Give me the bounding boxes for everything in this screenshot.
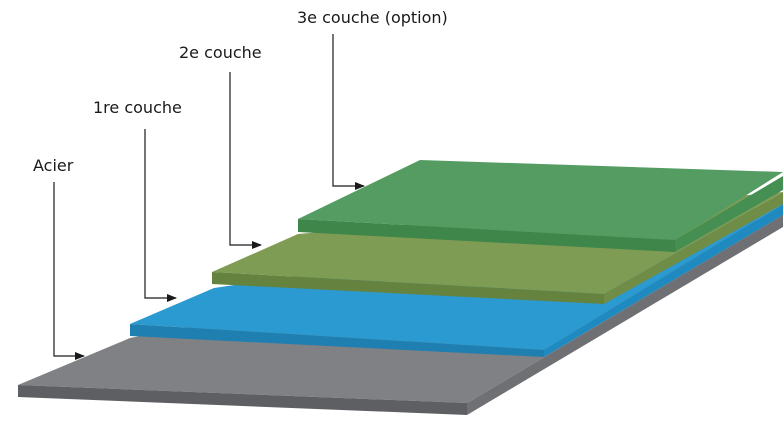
- steel-leader-line: [53, 182, 85, 360]
- coat3-front-face: [298, 219, 675, 252]
- coat2-side-face: [604, 192, 783, 304]
- coat2-leader-line: [229, 72, 262, 249]
- coat3-side-face: [675, 176, 783, 252]
- coat2-label: 2e couche: [179, 43, 262, 62]
- coat1-side-face: [544, 204, 783, 357]
- coat3-leader-line: [332, 34, 365, 190]
- coat2-front-face: [212, 272, 604, 304]
- coat3-layer: [298, 160, 783, 252]
- coat1-front-face: [130, 324, 544, 357]
- coat1-label: 1re couche: [93, 98, 182, 117]
- steel-front-face: [18, 385, 467, 415]
- coat3-label: 3e couche (option): [297, 8, 448, 27]
- steel-label: Acier: [33, 156, 74, 175]
- steel-side-face: [467, 215, 783, 415]
- coat1-leader-line: [144, 129, 177, 302]
- coat3-top-face: [298, 160, 783, 240]
